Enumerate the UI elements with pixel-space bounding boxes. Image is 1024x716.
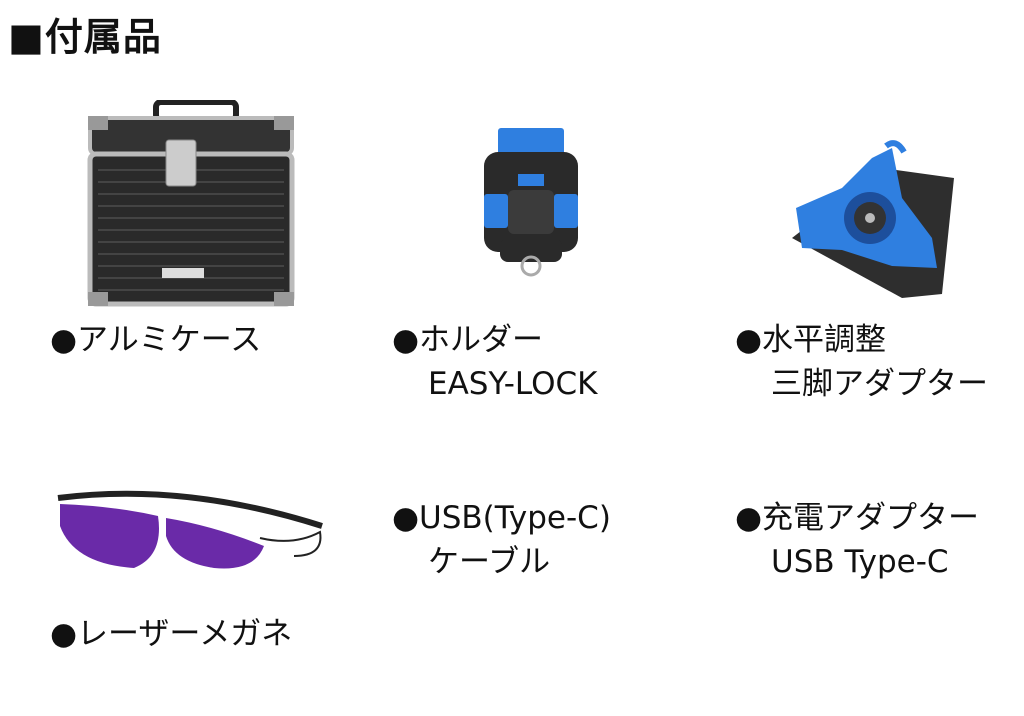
section-title: ■付属品 bbox=[8, 15, 162, 59]
item-label-line2: EASY-LOCK bbox=[428, 366, 598, 402]
item-label-line1: ●アルミケース bbox=[50, 322, 262, 358]
item-label-charger-adapter: ●充電アダプター USB Type-C bbox=[735, 496, 979, 584]
item-label-aluminum-case: ●アルミケース bbox=[50, 318, 261, 362]
holder-easy-lock-image bbox=[484, 128, 578, 277]
item-label-line1: ●レーザーメガネ bbox=[50, 616, 293, 652]
item-label-line1: ●USB(Type-C) bbox=[392, 500, 611, 536]
item-label-holder: ●ホルダー EASY-LOCK bbox=[392, 318, 597, 406]
item-label-line2: ケーブル bbox=[428, 544, 551, 580]
aluminum-case-image bbox=[87, 100, 295, 307]
item-label-usb-cable: ●USB(Type-C) ケーブル bbox=[392, 496, 611, 584]
item-label-laser-glasses: ●レーザーメガネ bbox=[50, 612, 292, 656]
laser-glasses-image bbox=[57, 490, 323, 569]
item-label-tripod-adapter: ●水平調整 三脚アダプター bbox=[735, 318, 988, 406]
item-label-line1: ●充電アダプター bbox=[735, 500, 980, 536]
item-label-line1: ●ホルダー bbox=[392, 322, 544, 358]
item-label-line2: USB Type-C bbox=[771, 544, 949, 580]
item-label-line1: ●水平調整 bbox=[735, 322, 887, 358]
tripod-adapter-image bbox=[792, 140, 954, 298]
item-label-line2: 三脚アダプター bbox=[771, 366, 988, 402]
